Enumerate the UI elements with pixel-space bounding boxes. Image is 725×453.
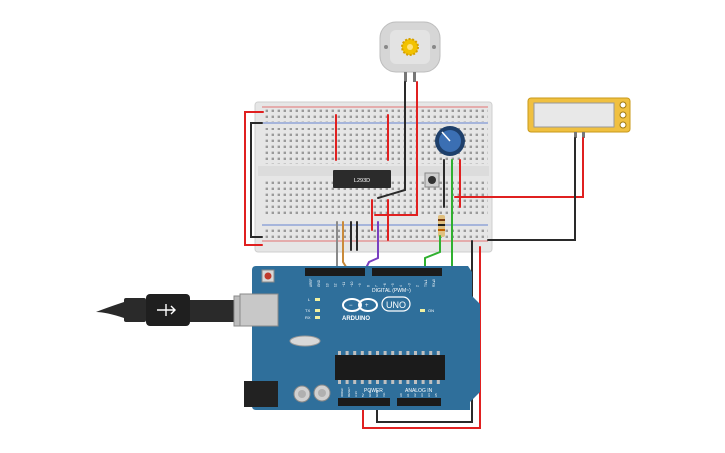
analog-pin-label: A4 [427, 393, 431, 397]
power-pin-label: GND [368, 390, 372, 398]
arduino-uno[interactable]: AREF GND 13 12 ~11 ~10 ~9 8 7 ~6 ~5 4 ~3 2 TX▸1 RX◂0 DI… [239, 266, 480, 410]
wire-black-left-rail [250, 122, 263, 238]
multimeter-terminal[interactable] [619, 101, 627, 109]
wire-red-multimeter [454, 137, 584, 198]
chip-pin [376, 351, 379, 355]
multimeter-terminal[interactable] [619, 121, 627, 129]
chip-pin [353, 351, 357, 355]
arduino-logo: − + UNO ARDUINO [342, 296, 411, 322]
led-label-l: L [308, 297, 311, 302]
motor-driver-ic: L293D [333, 170, 391, 188]
chip-pin [436, 351, 440, 355]
digital-pin-label: ~6 [383, 283, 387, 287]
chip-pin [436, 380, 440, 384]
pushbutton[interactable] [424, 172, 440, 188]
board-model: UNO [386, 300, 406, 310]
chip-pin [406, 380, 410, 384]
led-label-on: ON [428, 308, 434, 313]
digital-pin-label: ~9 [358, 283, 362, 287]
digital-header-label: DIGITAL (PWM~) [372, 288, 411, 294]
wire-black-motor [377, 81, 406, 199]
wire-black-multimeter [487, 137, 576, 241]
chip-pins [338, 351, 440, 384]
wire-red-left-rail [244, 111, 264, 246]
chip-pin [368, 380, 372, 384]
board-leds: L TX RX ON [305, 297, 434, 320]
chip-pin [338, 351, 341, 355]
chip-pin [391, 351, 395, 355]
microcontroller-chip [335, 355, 445, 380]
digital-pin-labels: AREF GND 13 12 ~11 ~10 ~9 8 7 ~6 ~5 4 ~3 2 TX▸1 RX◂0 [309, 278, 436, 287]
led-label-rx: RX [305, 315, 311, 320]
chip-pin [406, 351, 410, 355]
chip-pin [398, 351, 402, 355]
led-label-tx: TX [305, 308, 310, 313]
svg-text:−: − [349, 303, 353, 309]
digital-pin-label: ~3 [407, 283, 411, 287]
chip-pin [421, 380, 425, 384]
digital-pin-label: 2 [416, 285, 420, 287]
chip-pin [345, 380, 349, 384]
power-pin-label: IOREF [340, 388, 344, 397]
digital-pin-label: 13 [325, 283, 329, 287]
digital-pin-label: ~10 [350, 281, 354, 287]
power-pin-label: 5V [361, 393, 365, 397]
power-pin-label: 3.3V [354, 391, 358, 397]
chip-pin [429, 380, 433, 384]
digital-pin-label: ~11 [342, 282, 346, 287]
chip-pin [398, 380, 402, 384]
chip-pin [414, 380, 417, 384]
chip-pin [345, 351, 349, 355]
chip-pin [421, 351, 425, 355]
digital-pin-label: 7 [375, 285, 379, 287]
chip-pin [376, 380, 379, 384]
power-pin-label: RESET [347, 387, 351, 397]
analog-pin-label: A0 [399, 393, 403, 397]
power-pin-label: Vin [382, 392, 386, 397]
digital-pin-label: GND [317, 279, 321, 287]
chip-pin [353, 380, 357, 384]
analog-pin-label: A1 [406, 393, 410, 397]
svg-text:+: + [365, 303, 369, 309]
multimeter[interactable] [527, 97, 631, 138]
analog-pin-label: A3 [420, 393, 424, 397]
digital-pin-label: 4 [399, 285, 403, 287]
resistor [438, 215, 445, 237]
potentiometer[interactable] [435, 126, 465, 156]
digital-pin-label: RX◂0 [432, 279, 436, 287]
power-pin-label: GND [375, 390, 379, 398]
chip-pin [338, 380, 341, 384]
wire-green-digital [424, 235, 441, 271]
digital-pin-label: 8 [366, 285, 370, 287]
analog-pin-label: A5 [434, 393, 438, 397]
chip-pin [391, 380, 395, 384]
brand-text: ARDUINO [342, 316, 370, 322]
ic-label: L293D [354, 178, 370, 184]
digital-pin-label: TX▸1 [424, 279, 428, 287]
dc-motor[interactable] [379, 21, 441, 82]
chip-pin [414, 351, 417, 355]
digital-pin-label: 12 [334, 283, 338, 287]
analog-pin-label: A2 [413, 393, 417, 397]
digital-pin-label: AREF [309, 278, 313, 287]
usb-icon [157, 304, 176, 316]
chip-pin [360, 380, 364, 384]
chip-pin [368, 351, 372, 355]
analog-label: ANALOG IN [405, 388, 433, 394]
chip-pin [383, 351, 387, 355]
multimeter-terminal[interactable] [619, 111, 627, 119]
digital-pin-label: ~5 [391, 283, 395, 287]
chip-pin [383, 380, 387, 384]
power-label: POWER [364, 388, 383, 394]
chip-pin [360, 351, 364, 355]
chip-pin [429, 351, 433, 355]
